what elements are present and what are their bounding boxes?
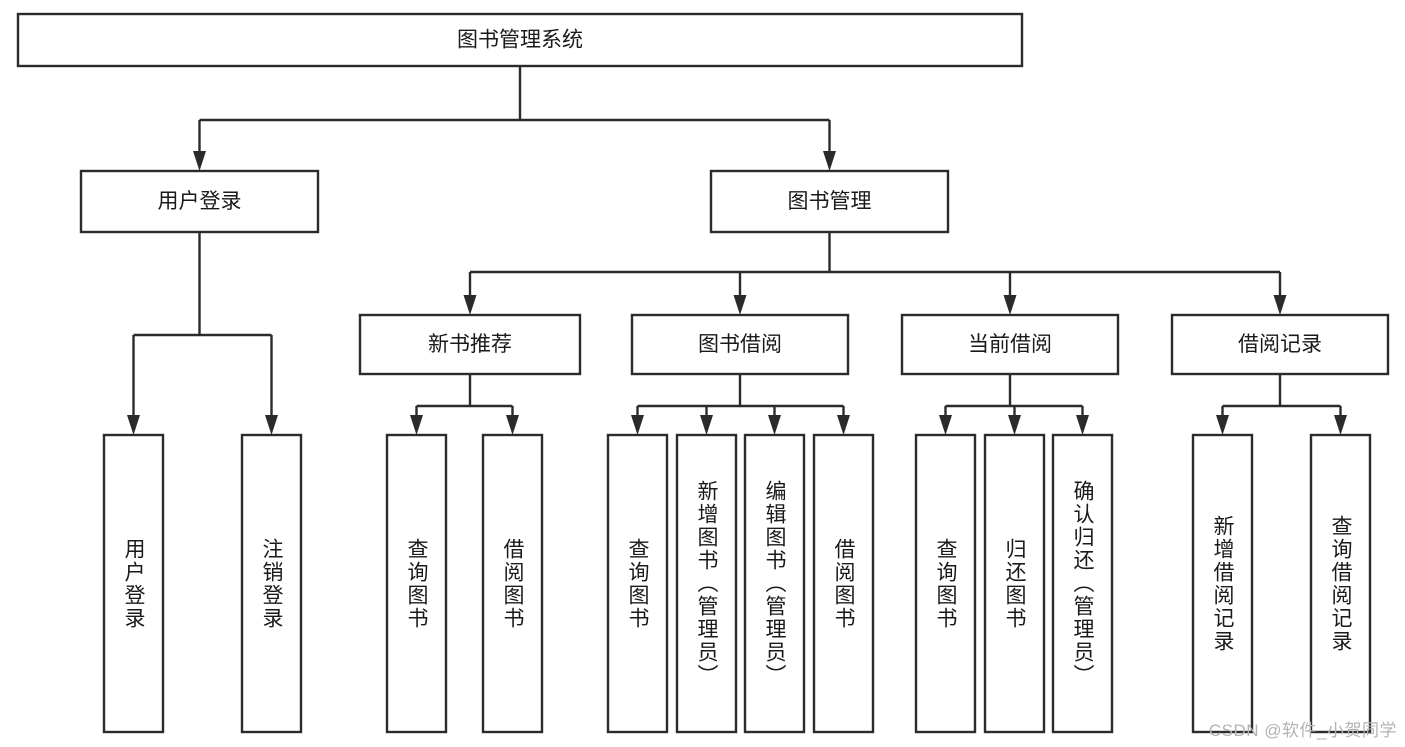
node-box-leaf-borrow-book-1[interactable] [481,433,544,734]
arrowhead-user-login [193,151,206,171]
node-box-leaf-query-book-3[interactable] [914,433,977,734]
node-box-leaf-return-book[interactable] [983,433,1046,734]
node-label-user-login: 用户登录 [158,190,242,213]
watermark-text: CSDN @软件_小贺同学 [1208,721,1397,740]
arrowhead-leaf-borrow-book-2 [837,415,850,435]
node-label-borrow-record: 借阅记录 [1238,333,1322,356]
node-box-leaf-query-book-2[interactable] [606,433,669,734]
node-box-leaf-confirm-return[interactable] [1051,433,1114,734]
arrowhead-leaf-query-record [1334,415,1347,435]
node-box-leaf-logout[interactable] [240,433,303,734]
arrowhead-leaf-query-book-1 [410,415,423,435]
node-label-book-borrow: 图书借阅 [698,333,782,356]
node-box-book-manage[interactable] [709,169,950,234]
node-box-borrow-record[interactable] [1170,313,1390,376]
arrowhead-leaf-query-book-3 [939,415,952,435]
node-box-new-book-recommend[interactable] [358,313,582,376]
arrowhead-new-book-recommend [463,295,477,315]
node-label-new-book-recommend: 新书推荐 [428,333,512,356]
node-label-root: 图书管理系统 [457,29,583,52]
arrowhead-leaf-add-book [700,415,713,435]
arrowhead-leaf-return-book [1008,415,1021,435]
node-box-leaf-borrow-book-2[interactable] [812,433,875,734]
arrowhead-leaf-logout [265,415,278,435]
arrowhead-leaf-edit-book [768,415,781,435]
arrowhead-book-manage [823,151,836,171]
edges-layer [127,66,1347,435]
node-box-leaf-add-book[interactable] [675,433,738,734]
arrowhead-borrow-record [1273,295,1287,315]
arrowhead-leaf-query-book-2 [631,415,644,435]
node-label-book-manage: 图书管理 [788,190,872,213]
arrowhead-leaf-user-login [127,415,140,435]
node-box-leaf-query-book-1[interactable] [385,433,448,734]
node-box-leaf-query-record[interactable] [1309,433,1372,734]
node-box-leaf-edit-book[interactable] [743,433,806,734]
arrowhead-leaf-confirm-return [1076,415,1089,435]
node-box-leaf-user-login[interactable] [102,433,165,734]
node-box-root[interactable] [16,12,1024,68]
arrowhead-book-borrow [733,295,747,315]
node-box-book-borrow[interactable] [630,313,850,376]
node-label-current-borrow: 当前借阅 [968,333,1052,356]
arrowhead-leaf-borrow-book-1 [506,415,519,435]
boxes-layer [16,12,1390,734]
node-box-user-login[interactable] [79,169,320,234]
node-box-leaf-add-record[interactable] [1191,433,1254,734]
arrowhead-current-borrow [1003,295,1017,315]
arrowhead-leaf-add-record [1216,415,1229,435]
node-box-current-borrow[interactable] [900,313,1120,376]
